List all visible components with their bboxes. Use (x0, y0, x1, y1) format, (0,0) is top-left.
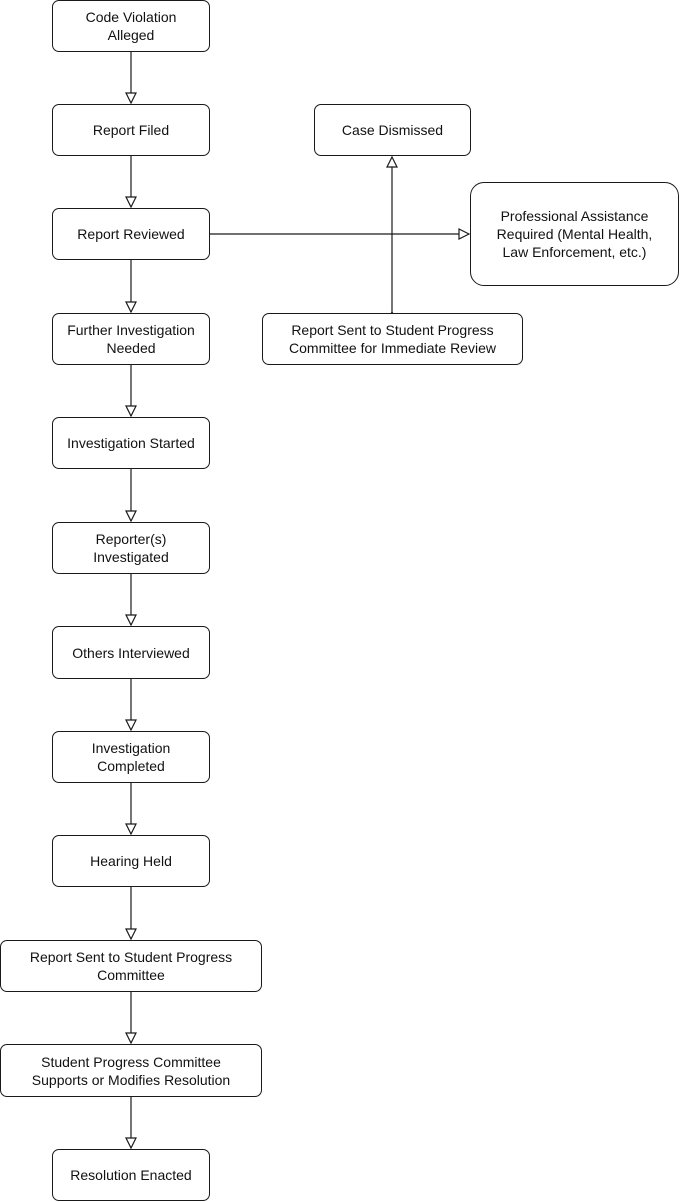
node-report-filed: Report Filed (52, 104, 210, 156)
node-resolution-enacted: Resolution Enacted (52, 1149, 210, 1201)
node-professional-assistance-required: Professional Assistance Required (Mental… (470, 182, 679, 286)
node-investigation-completed: Investigation Completed (52, 731, 210, 783)
node-hearing-held: Hearing Held (52, 835, 210, 887)
node-report-reviewed: Report Reviewed (52, 208, 210, 260)
node-code-violation-alleged: Code Violation Alleged (52, 0, 210, 52)
node-further-investigation-needed: Further Investigation Needed (52, 313, 210, 365)
node-spc-supports-or-modifies: Student Progress Committee Supports or M… (0, 1044, 262, 1097)
node-report-sent-to-spc: Report Sent to Student Progress Committe… (0, 940, 262, 992)
node-others-interviewed: Others Interviewed (52, 626, 210, 679)
node-investigation-started: Investigation Started (52, 417, 210, 469)
node-reporters-investigated: Reporter(s) Investigated (52, 522, 210, 574)
node-report-sent-spc-immediate-review: Report Sent to Student Progress Committe… (262, 313, 523, 365)
node-case-dismissed: Case Dismissed (314, 104, 471, 156)
